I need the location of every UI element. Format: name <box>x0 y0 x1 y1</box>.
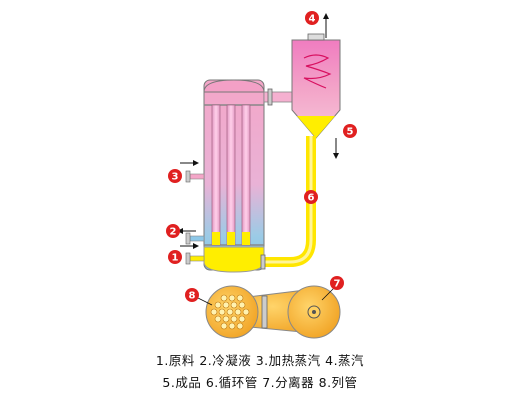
svg-text:4: 4 <box>309 14 316 25</box>
condensate-outlet-nozzle <box>185 232 205 245</box>
bottom-liquid-chamber <box>203 246 265 273</box>
legend-line-1: 1.原料 2.冷凝液 3.加热蒸汽 4.蒸汽 <box>155 353 365 368</box>
tube-bundle-holes <box>210 294 250 330</box>
svg-text:6: 6 <box>308 193 315 204</box>
svg-text:7: 7 <box>334 279 341 290</box>
feed-inlet-nozzle <box>185 252 205 265</box>
marker-4: 4 <box>305 11 319 25</box>
legend-line-2: 5.成品 6.循环管 7.分离器 8.列管 <box>162 375 358 390</box>
vapor-line-flange <box>267 88 273 106</box>
svg-text:5: 5 <box>347 127 354 138</box>
marker-8: 8 <box>185 288 199 302</box>
marker-5: 5 <box>343 124 357 138</box>
circulation-pipe-highlight <box>264 136 313 264</box>
leader-line-7 <box>321 287 335 301</box>
circulation-pipe-flange <box>260 254 266 270</box>
marker-1: 1 <box>168 250 182 264</box>
bottom-cross-section <box>205 285 341 339</box>
svg-text:3: 3 <box>172 172 179 183</box>
circulation-pipe <box>264 136 316 267</box>
marker-6: 6 <box>304 190 318 204</box>
marker-3: 3 <box>168 169 182 183</box>
svg-text:1: 1 <box>172 253 179 264</box>
steam-inlet-nozzle <box>185 170 205 183</box>
leader-line-8 <box>197 297 213 306</box>
marker-7: 7 <box>330 276 344 290</box>
separator-vessel <box>291 33 341 139</box>
marker-2: 2 <box>166 224 180 238</box>
separator-swirl <box>303 54 332 89</box>
svg-text:8: 8 <box>189 291 196 302</box>
column-tubes <box>211 104 251 246</box>
svg-text:2: 2 <box>170 227 177 238</box>
